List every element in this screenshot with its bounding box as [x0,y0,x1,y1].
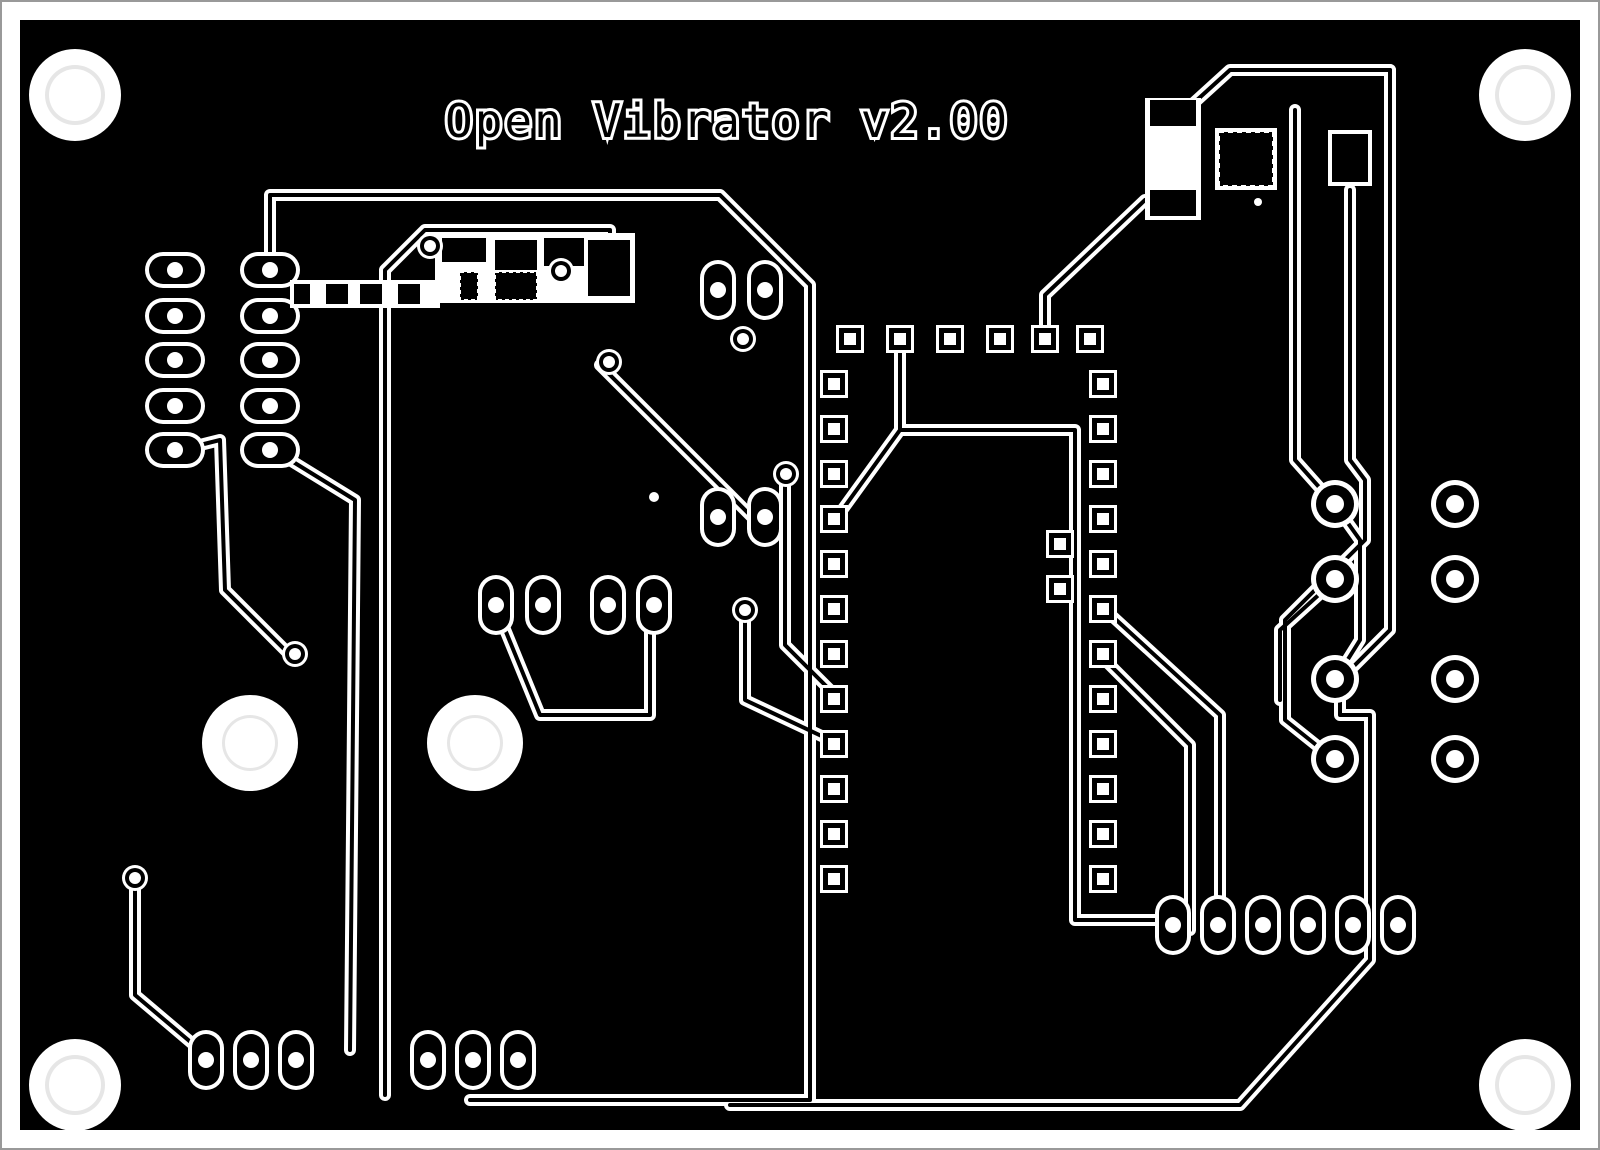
smd-regulator [1145,98,1372,220]
mounting-holes [29,49,1571,1131]
board-title: Open Vibrator v2.00 [445,94,1009,148]
smd-components-top [417,233,635,303]
smd-resistor-row [290,280,440,308]
two-pin-connectors [122,260,799,891]
